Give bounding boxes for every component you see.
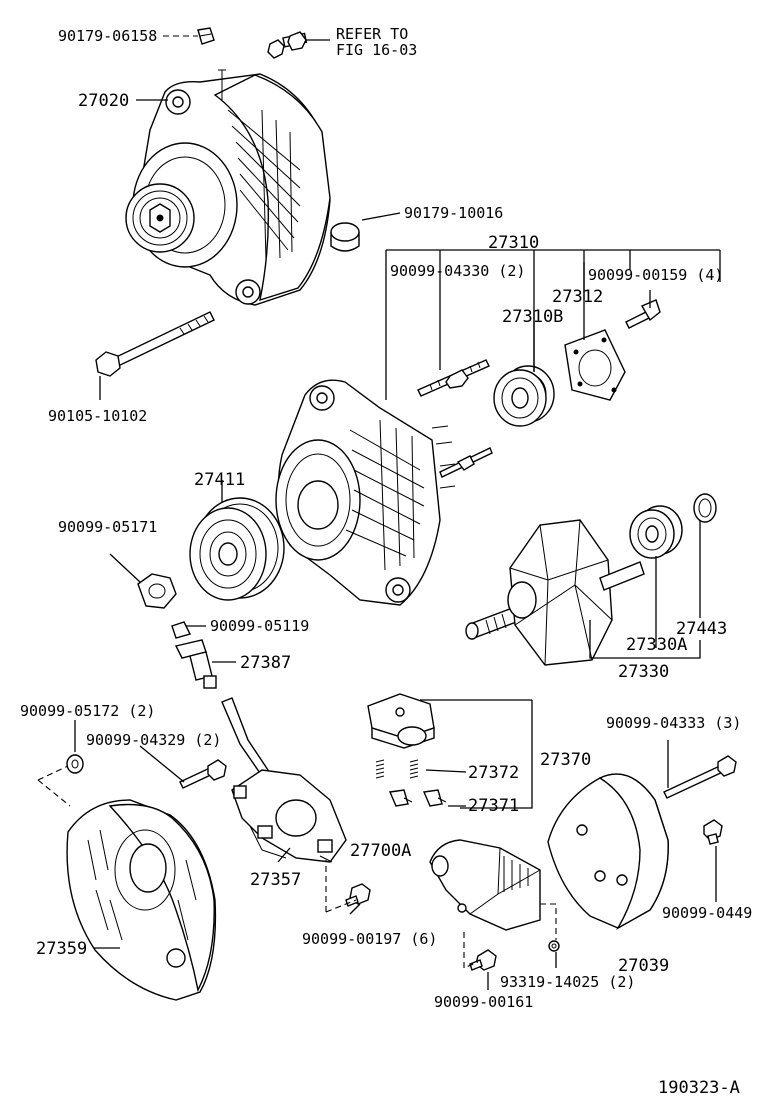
through-bolt-90105-10102 bbox=[95, 311, 215, 377]
label-93319-14025: 93319-14025 (2) bbox=[500, 973, 635, 991]
label-90099-04329: 90099-04329 (2) bbox=[86, 731, 221, 749]
screw-90099-00159 bbox=[625, 299, 661, 329]
pulley-27411 bbox=[189, 497, 285, 601]
stud-bolt-90099-04330 bbox=[417, 359, 490, 397]
label-90099-04333: 90099-04333 (3) bbox=[606, 714, 741, 732]
bolt-90099-04329 bbox=[179, 759, 227, 789]
nut-90099-05172 bbox=[66, 754, 84, 774]
label-27310: 27310 bbox=[488, 233, 539, 253]
label-27411: 27411 bbox=[194, 470, 245, 490]
label-90105-10102: 90105-10102 bbox=[48, 407, 147, 425]
label-27357: 27357 bbox=[250, 870, 301, 890]
alternator-assembly-27020 bbox=[125, 69, 331, 306]
drive-end-frame-27310 bbox=[275, 379, 456, 606]
terminal-stud bbox=[439, 447, 493, 478]
brush-27371 bbox=[388, 789, 447, 807]
clip-90179-06158 bbox=[197, 27, 215, 45]
terminal-insulator-27387 bbox=[174, 639, 217, 689]
rectifier-end-frame-27359 bbox=[66, 799, 217, 1001]
label-90099-00159: 90099-00159 (4) bbox=[588, 266, 723, 284]
bolt-refer-fig-16-03 bbox=[267, 31, 308, 59]
part-labels: 90179-06158 REFER TO FIG 16-03 27020 901… bbox=[20, 25, 752, 1098]
retainer-plate-27312 bbox=[564, 329, 626, 401]
label-27387: 27387 bbox=[240, 653, 291, 673]
label-27700a: 27700A bbox=[350, 841, 411, 861]
ic-regulator-27700A bbox=[429, 839, 541, 931]
label-90179-06158: 90179-06158 bbox=[58, 27, 157, 45]
washer-93319-14025 bbox=[548, 940, 560, 952]
label-27039: 27039 bbox=[618, 956, 669, 976]
bearing-27330A bbox=[629, 505, 683, 559]
label-27330: 27330 bbox=[618, 662, 669, 682]
leader-lines bbox=[37, 35, 721, 990]
label-27330a: 27330A bbox=[626, 635, 687, 655]
label-27312: 27312 bbox=[552, 287, 603, 307]
label-refer-to: REFER TO bbox=[336, 25, 408, 43]
label-27371: 27371 bbox=[468, 796, 519, 816]
label-90099-04490: 90099-0449 bbox=[662, 904, 752, 922]
nut-90099-04490 bbox=[703, 819, 723, 845]
screw-90099-00161 bbox=[469, 949, 497, 971]
label-27372: 27372 bbox=[468, 763, 519, 783]
label-27443: 27443 bbox=[676, 619, 727, 639]
brush-spring-27372 bbox=[375, 759, 419, 779]
pulley-nut-90099-05171 bbox=[137, 573, 177, 609]
label-27359: 27359 bbox=[36, 939, 87, 959]
bearing-27310B bbox=[493, 365, 555, 427]
label-27020: 27020 bbox=[78, 91, 129, 111]
rotor-assembly bbox=[465, 519, 645, 666]
label-90099-00197: 90099-00197 (6) bbox=[302, 930, 437, 948]
label-90099-05119: 90099-05119 bbox=[210, 617, 309, 635]
label-90099-00161: 90099-00161 bbox=[434, 993, 533, 1011]
insulator-90099-05119 bbox=[171, 621, 192, 639]
rear-end-cover-27039 bbox=[547, 773, 669, 930]
bearing-cover-27443 bbox=[693, 493, 717, 523]
label-27310b: 27310B bbox=[502, 307, 563, 327]
label-90179-10016: 90179-10016 bbox=[404, 204, 503, 222]
label-fig-16-03: FIG 16-03 bbox=[336, 41, 417, 59]
label-90099-04330: 90099-04330 (2) bbox=[390, 262, 525, 280]
nut-90179-10016 bbox=[330, 222, 360, 252]
bolt-90099-04333 bbox=[663, 755, 737, 799]
label-27370: 27370 bbox=[540, 750, 591, 770]
label-90099-05172: 90099-05172 (2) bbox=[20, 702, 155, 720]
label-90099-05171: 90099-05171 bbox=[58, 518, 157, 536]
figure-code: 190323-A bbox=[658, 1078, 740, 1098]
rectifier-holder-27357 bbox=[221, 697, 347, 863]
brush-holder-27370 bbox=[367, 693, 435, 749]
